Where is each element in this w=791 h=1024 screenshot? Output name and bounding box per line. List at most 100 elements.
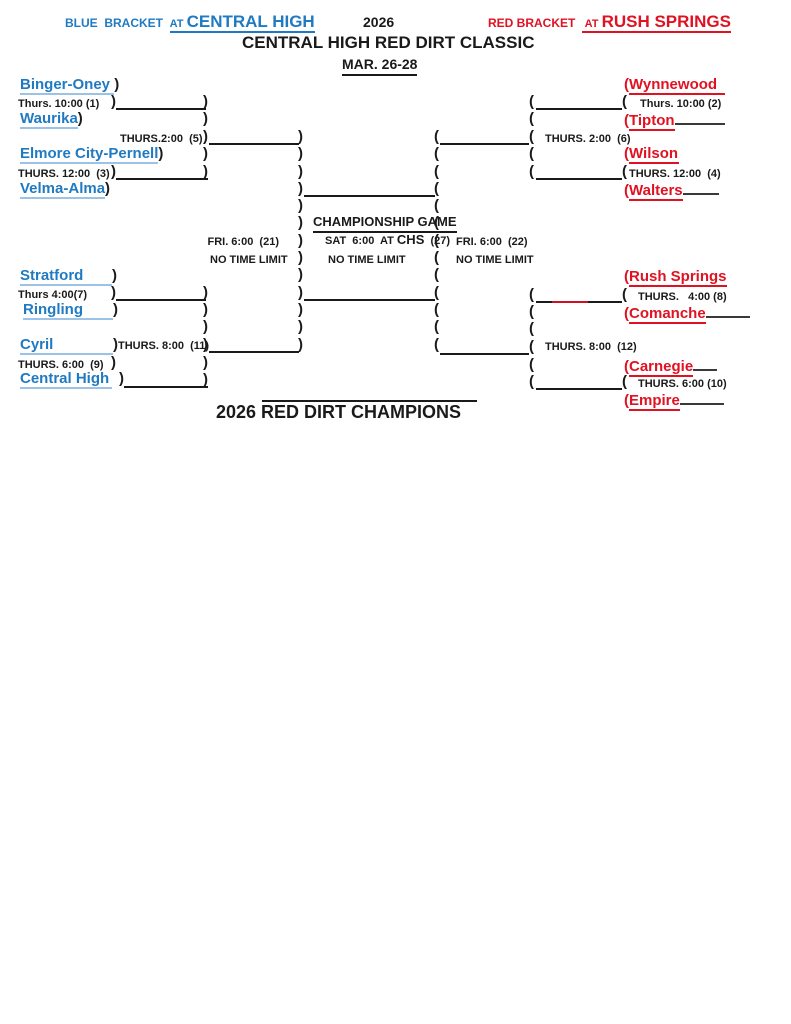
connector-line-game1	[116, 108, 206, 110]
bracket-paren: )	[203, 128, 208, 145]
bracket-paren: )	[111, 284, 116, 301]
connector-line-game2	[536, 108, 622, 110]
bracket-paren: (	[529, 128, 534, 145]
bracket-paren: (	[529, 286, 534, 303]
no-time-limit-right: NO TIME LIMIT	[456, 254, 534, 266]
connector-line-game7	[116, 299, 206, 301]
semifinal-21-label: FRI. 6:00 (21)	[207, 236, 279, 248]
bracket-paren: )	[203, 354, 208, 371]
bracket-paren: )	[298, 336, 303, 353]
bracket-paren: )	[203, 110, 208, 127]
bracket-paren: (	[434, 266, 439, 283]
game-5-label: THURS.2:00 (5)	[120, 133, 203, 145]
bracket-paren: )	[77, 110, 83, 127]
team-line-extension	[683, 180, 719, 195]
game-7-label: Thurs 4:00(7)	[18, 289, 88, 301]
bracket-paren: (	[622, 163, 627, 180]
bracket-paren: (	[624, 357, 629, 375]
bracket-paren: )	[298, 128, 303, 145]
bracket-paren: (	[529, 163, 534, 180]
bracket-paren: )	[105, 180, 111, 197]
bracket-paren: (	[622, 93, 627, 110]
team-tipton: (Tipton	[624, 110, 725, 131]
championship-bottom-line	[304, 299, 435, 301]
team-wilson: (Wilson	[624, 145, 679, 164]
bracket-paren: )	[111, 163, 116, 180]
game-3-label: THURS. 12:00 (3)	[18, 168, 110, 180]
game-9-label: THURS. 6:00 (9)	[18, 359, 104, 371]
blue-bracket-header: BLUE BRACKET AT CENTRAL HIGH	[65, 13, 315, 33]
final-site: CHS	[396, 232, 425, 247]
bracket-paren: )	[111, 354, 116, 371]
blue-at-label: AT	[169, 18, 187, 30]
bracket-paren: )	[203, 163, 208, 180]
connector-line-game11	[209, 351, 299, 353]
champions-label: 2026 RED DIRT CHAMPIONS	[216, 402, 462, 422]
team-waurika: Waurika)	[20, 110, 83, 129]
bracket-paren: (	[529, 93, 534, 110]
bracket-paren: (	[529, 373, 534, 390]
game-10-label: THURS. 6:00 (10)	[638, 378, 727, 390]
team-cyril: Cyril)THURS. 8:00 (11)	[20, 336, 210, 355]
bracket-paren: (	[434, 318, 439, 335]
connector-line-game10	[536, 388, 622, 390]
connector-line-game8-red-segment	[552, 301, 588, 303]
connector-line-game9	[124, 386, 208, 388]
bracket-paren: )	[203, 93, 208, 110]
bracket-paren: (	[624, 304, 629, 322]
team-elmore-city-pernell: Elmore City-Pernell)	[20, 145, 164, 164]
bracket-paren: )	[158, 145, 164, 162]
blue-site-group: AT CENTRAL HIGH	[169, 13, 315, 33]
bracket-paren: (	[434, 145, 439, 162]
bracket-paren: )	[298, 180, 303, 197]
bracket-paren: (	[529, 145, 534, 162]
team-line-extension	[693, 356, 718, 371]
red-bracket-label: RED BRACKET	[488, 16, 576, 30]
game-8-label: THURS. 4:00 (8)	[638, 291, 727, 303]
bracket-paren: (	[529, 338, 534, 355]
bracket-paren: )	[203, 318, 208, 335]
event-dates: MAR. 26-28	[342, 56, 418, 76]
champions-name-line	[262, 400, 477, 402]
no-time-limit-center: NO TIME LIMIT	[328, 254, 406, 266]
red-site-name: RUSH SPRINGS	[601, 12, 731, 31]
championship-top-line	[304, 195, 435, 197]
red-site-group: AT RUSH SPRINGS	[582, 13, 731, 33]
bracket-paren: )	[298, 163, 303, 180]
team-velma-alma: Velma-Alma)	[20, 180, 111, 199]
bracket-paren: (	[624, 145, 629, 162]
game-2-label: Thurs. 10:00 (2)	[640, 98, 722, 110]
bracket-paren: )	[298, 301, 303, 318]
bracket-paren: )	[114, 76, 120, 93]
bracket-paren: )	[298, 266, 303, 283]
bracket-paren: (	[434, 249, 439, 266]
championship-heading: CHAMPIONSHIP GAME	[313, 213, 457, 233]
connector-line-game6	[440, 143, 529, 145]
red-bracket-header: RED BRACKET AT RUSH SPRINGS	[488, 13, 731, 33]
connector-line-game5	[209, 143, 299, 145]
bracket-paren: (	[434, 128, 439, 145]
bracket-paren: (	[434, 336, 439, 353]
team-comanche: (Comanche	[624, 303, 750, 324]
team-line-extension	[675, 110, 725, 125]
connector-line-game12	[440, 353, 529, 355]
connector-line-game3	[116, 178, 208, 180]
bracket-paren: )	[203, 371, 208, 388]
game-1-label: Thurs. 10:00 (1)	[18, 98, 100, 110]
no-time-limit-left: NO TIME LIMIT	[210, 254, 288, 266]
bracket-paren: (	[434, 284, 439, 301]
bracket-paren: )	[203, 284, 208, 301]
bracket-paren: (	[434, 214, 439, 231]
bracket-paren: )	[298, 284, 303, 301]
bracket-paren: (	[624, 111, 629, 129]
bracket-paren: )	[112, 267, 117, 284]
bracket-paren: (	[622, 373, 627, 390]
bracket-paren: )	[203, 145, 208, 162]
team-wynnewood: (Wynnewood	[624, 76, 725, 95]
red-at-label: AT	[582, 18, 602, 30]
bracket-paren: (	[434, 301, 439, 318]
bracket-paren: )	[113, 301, 118, 318]
team-carnegie: (Carnegie	[624, 356, 718, 377]
blue-site-name: CENTRAL HIGH	[186, 12, 315, 31]
